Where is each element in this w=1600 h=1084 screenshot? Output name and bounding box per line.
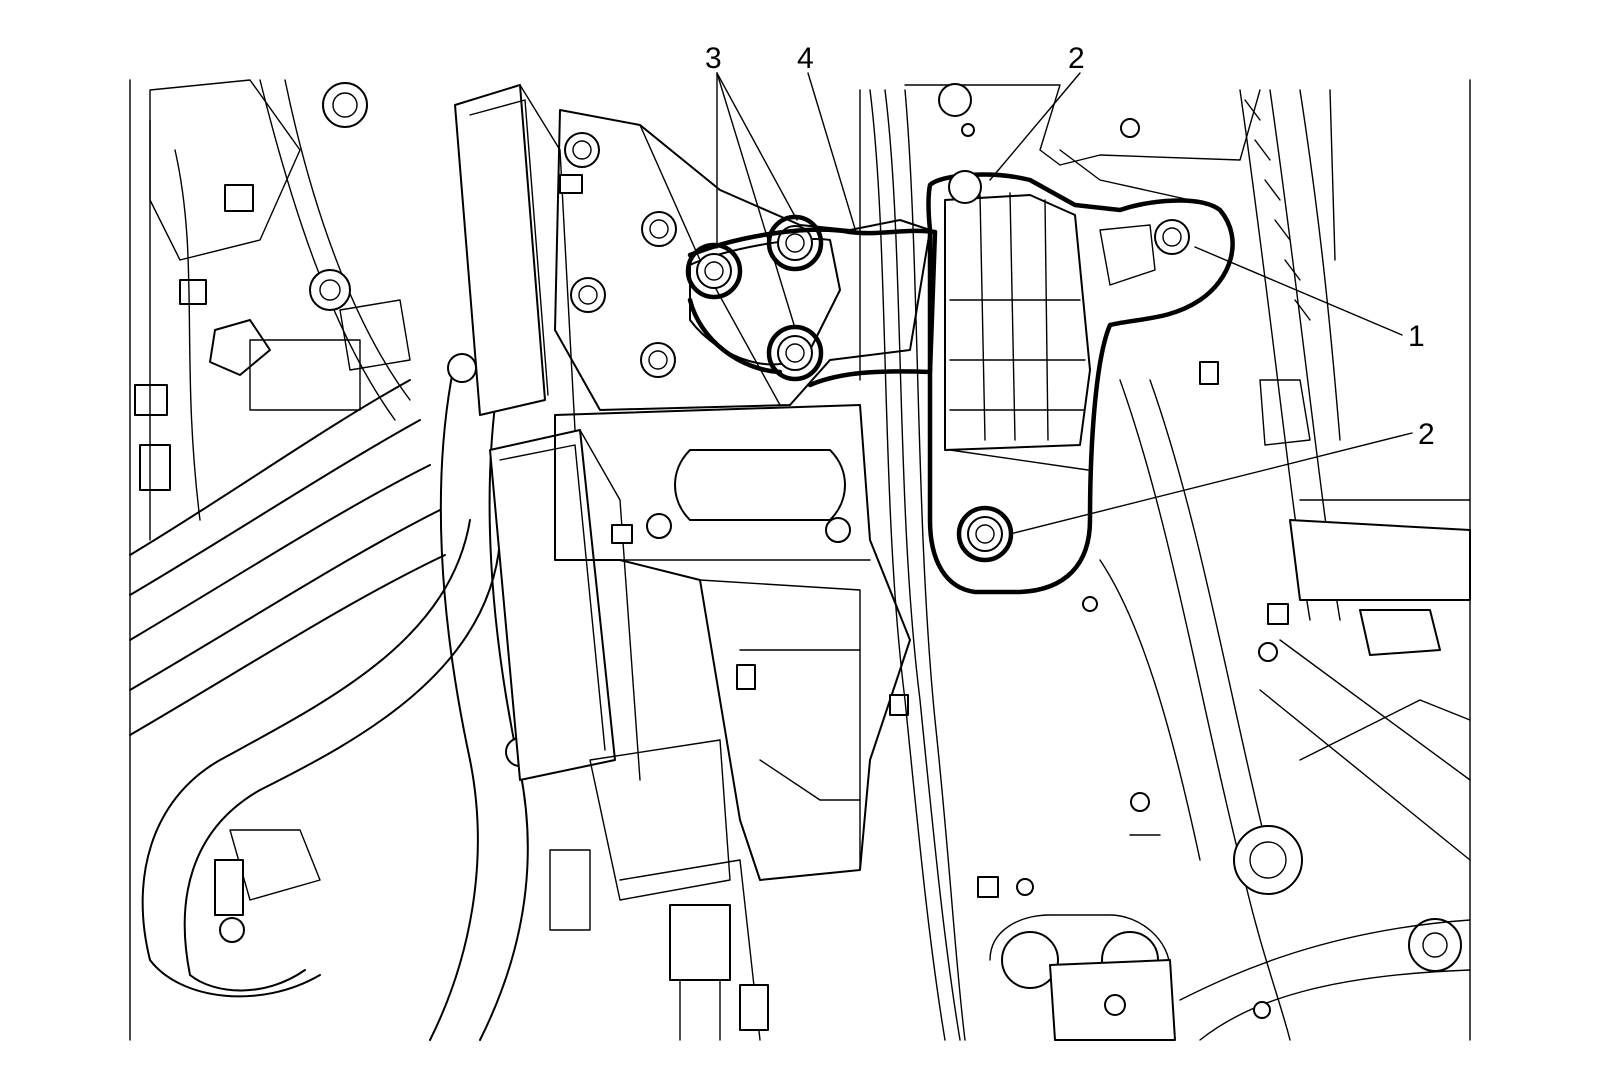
lower-structure-right — [989, 914, 1471, 1041]
module-housing — [454, 84, 641, 781]
transmission-mount — [926, 170, 1235, 595]
callout-2-bottom: 2 — [1418, 418, 1435, 451]
lower-bracket — [554, 404, 911, 881]
leader-3-to-bolt-b — [716, 72, 798, 221]
callout-2-top: 2 — [1068, 42, 1085, 75]
leader-4-to-bracket — [807, 72, 857, 233]
callout-1: 1 — [1408, 320, 1425, 353]
leader-2-bottom-to-bolt — [1009, 432, 1413, 535]
engine-block-left — [134, 79, 411, 541]
body-structure-right — [904, 83, 1471, 1041]
callout-3: 3 — [705, 42, 722, 75]
callout-labels: 3 4 2 1 2 — [705, 42, 1435, 451]
frame-rails — [859, 89, 966, 1041]
leader-1-to-bolt — [1194, 246, 1403, 336]
callout-4: 4 — [797, 42, 814, 75]
leader-3-to-bolt-c — [716, 72, 796, 329]
mount-bracket-plate — [554, 109, 938, 411]
leader-2-top-to-mount — [989, 72, 1081, 181]
hose-bundle — [129, 353, 535, 1041]
lower-components — [214, 739, 769, 1041]
callout-leaders — [716, 72, 1413, 535]
